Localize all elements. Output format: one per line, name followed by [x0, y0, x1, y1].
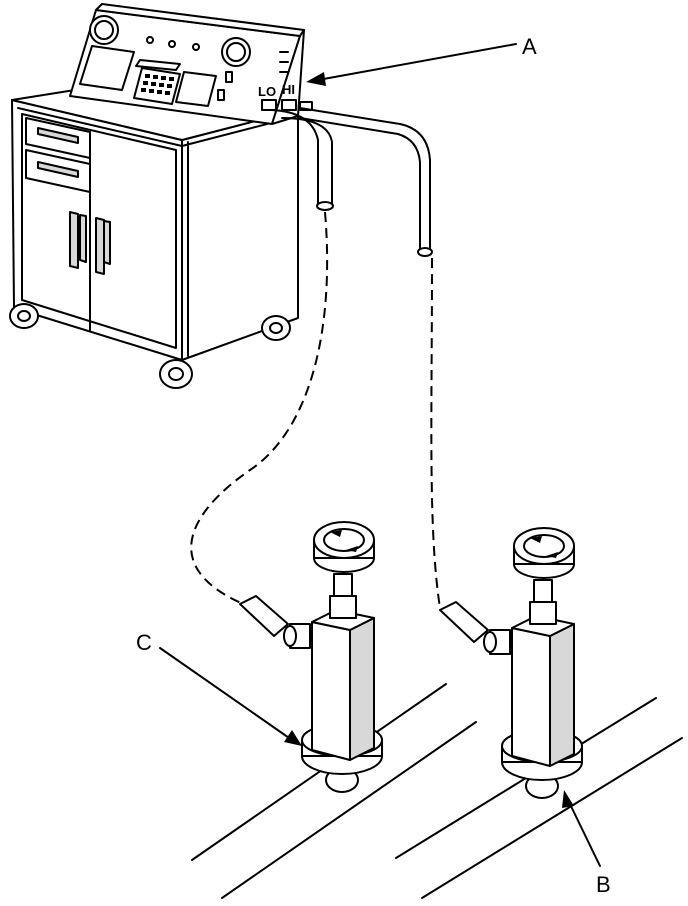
hose-lo: [271, 109, 334, 211]
callout-b-label: B: [596, 872, 611, 897]
dashed-hose-hi: [430, 257, 441, 609]
hose-hi: [299, 107, 433, 257]
hi-port-label: HI: [282, 82, 295, 97]
port-fittings: [261, 99, 313, 111]
callout-a: A: [306, 34, 537, 86]
jack-b: [439, 527, 583, 799]
jack-c: [239, 521, 383, 793]
callout-b: B: [562, 790, 611, 897]
dashed-hose-lo: [190, 211, 329, 607]
callout-a-label: A: [522, 34, 537, 59]
test-cart: [9, 3, 305, 389]
lo-port-label: LO: [258, 84, 276, 99]
callout-c-label: C: [136, 630, 152, 655]
floor-rails: [191, 683, 683, 899]
callout-c: C: [136, 630, 302, 746]
